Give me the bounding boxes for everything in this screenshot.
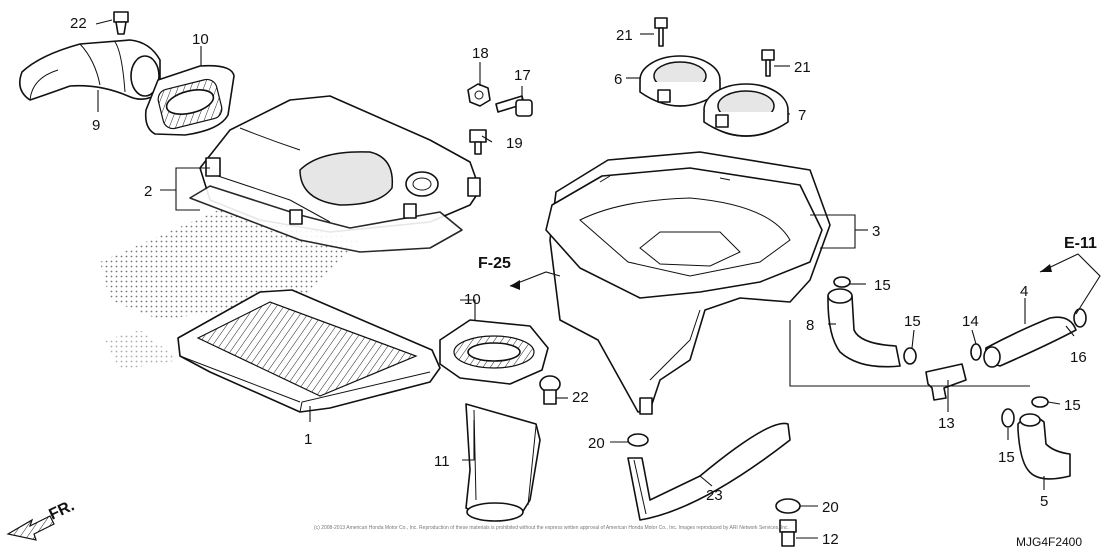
clip-part-16[interactable]	[1073, 308, 1087, 328]
clamp-part-20-a[interactable]	[627, 433, 649, 447]
callout-10-b[interactable]: 10	[464, 291, 481, 308]
callout-3[interactable]: 3	[872, 223, 880, 240]
front-direction-arrow-icon	[6, 515, 55, 541]
callout-9[interactable]: 9	[92, 117, 100, 134]
callout-5[interactable]: 5	[1040, 493, 1048, 510]
clip-part-15-b[interactable]	[903, 347, 917, 365]
seal-part-10-upper[interactable]	[144, 64, 235, 136]
callout-12[interactable]: 12	[822, 531, 839, 548]
front-label: FR.	[47, 497, 78, 523]
callout-21-a[interactable]: 21	[616, 27, 633, 44]
clip-part-22-b[interactable]	[539, 375, 561, 405]
callout-14[interactable]: 14	[962, 313, 979, 330]
callout-4[interactable]: 4	[1020, 283, 1028, 300]
cap-part-6[interactable]	[639, 55, 721, 107]
ref-e11[interactable]: E-11	[1064, 235, 1097, 252]
copyright-notice: (c) 2008-2013 American Honda Motor Co., …	[314, 525, 789, 531]
clip-part-14[interactable]	[970, 343, 982, 361]
nut-part-18[interactable]	[467, 83, 491, 107]
callout-21-b[interactable]: 21	[794, 59, 811, 76]
callout-22[interactable]: 22	[70, 15, 87, 32]
screw-part-21-b[interactable]	[761, 49, 775, 77]
callout-10[interactable]: 10	[192, 31, 209, 48]
bolt-part-19[interactable]	[469, 129, 487, 155]
callout-7[interactable]: 7	[798, 107, 806, 124]
clip-part-15-c[interactable]	[1031, 396, 1049, 408]
callout-6[interactable]: 6	[614, 71, 622, 88]
callout-20-a[interactable]: 20	[588, 435, 605, 452]
callout-15-d[interactable]: 15	[998, 449, 1015, 466]
callout-15-a[interactable]: 15	[874, 277, 891, 294]
callout-20-b[interactable]: 20	[822, 499, 839, 516]
callout-23[interactable]: 23	[706, 487, 723, 504]
ref-f25[interactable]: F-25	[478, 255, 511, 272]
intake-duct-part-9[interactable]	[19, 39, 161, 101]
bolt-part-17[interactable]	[495, 95, 533, 117]
callout-13[interactable]: 13	[938, 415, 955, 432]
clip-part-15-a[interactable]	[833, 276, 851, 288]
callout-15-b[interactable]: 15	[904, 313, 921, 330]
callout-18[interactable]: 18	[472, 45, 489, 62]
plug-part-12[interactable]	[779, 519, 797, 547]
leader-lines	[95, 19, 1101, 539]
callout-19[interactable]: 19	[506, 135, 523, 152]
clamp-part-20-b[interactable]	[775, 498, 801, 514]
callout-8[interactable]: 8	[806, 317, 814, 334]
drain-tube-part-23[interactable]	[627, 422, 791, 521]
air-cleaner-cover-part-2[interactable]	[189, 95, 481, 253]
seal-part-10-lower[interactable]	[439, 319, 549, 385]
clip-part-22-a[interactable]	[113, 11, 129, 35]
air-filter-element-part-1[interactable]	[177, 289, 441, 413]
callout-17[interactable]: 17	[514, 67, 531, 84]
funnel-part-11[interactable]	[465, 403, 541, 522]
callout-11[interactable]: 11	[434, 453, 450, 470]
drawing-code: MJG4F2400	[1016, 535, 1082, 549]
callouts: 22 10 9 2 18 17 19 21 6 21 7 3 1 10 11 2…	[70, 15, 1087, 548]
air-cleaner-housing-part-3[interactable]	[545, 151, 831, 415]
callout-15-c[interactable]: 15	[1064, 397, 1081, 414]
cap-part-7[interactable]	[703, 83, 789, 137]
clip-part-15-d[interactable]	[1001, 408, 1015, 428]
callout-16[interactable]: 16	[1070, 349, 1087, 366]
callout-22-b[interactable]: 22	[572, 389, 589, 406]
hose-part-8[interactable]	[827, 288, 901, 368]
hose-part-5[interactable]	[1017, 413, 1071, 480]
callout-1[interactable]: 1	[304, 431, 312, 448]
callout-2[interactable]: 2	[144, 183, 152, 200]
hose-part-4[interactable]	[983, 316, 1077, 368]
screw-part-21-a[interactable]	[654, 17, 668, 47]
joint-part-13[interactable]	[925, 363, 967, 401]
